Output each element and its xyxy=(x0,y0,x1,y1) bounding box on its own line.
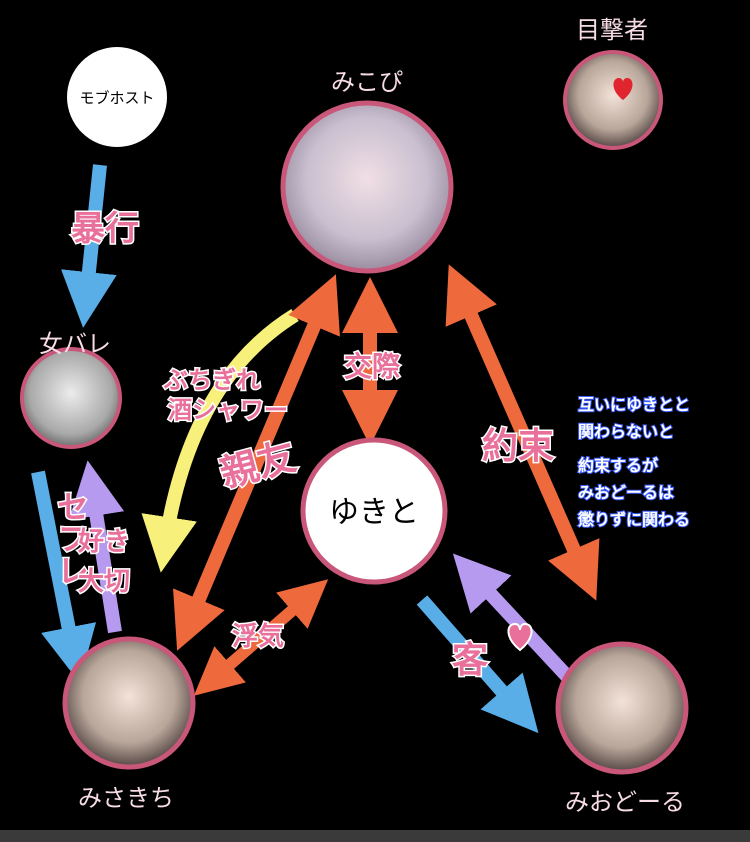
bottom-bar xyxy=(0,830,750,842)
svg-text:互いにゆきとと: 互いにゆきとと xyxy=(578,395,690,414)
arrow-cheating xyxy=(193,579,329,696)
arrow-assault xyxy=(61,164,117,328)
node-miodoru-photo[interactable] xyxy=(555,641,689,775)
node-miodoru-label: みおどーる xyxy=(565,788,685,816)
label-suki: 好き xyxy=(77,527,130,557)
label-dating: 交際 xyxy=(344,350,400,383)
node-misakichi-photo[interactable] xyxy=(62,636,196,770)
label-angry: ぶちぎれ xyxy=(163,366,260,394)
arrow-promise xyxy=(445,264,600,601)
svg-text:関わらないと: 関わらないと xyxy=(578,422,674,441)
label-best-friend: 親友 xyxy=(216,434,301,496)
annotation-note: 互いにゆきとと 関わらないと 約束するが みおどーるは 懲りずに関わる xyxy=(576,394,691,530)
label-promise: 約束 xyxy=(482,426,554,467)
node-mikopi-label: みこぴ xyxy=(331,68,403,96)
label-assault: 暴行 xyxy=(71,209,139,249)
node-mob-host[interactable] xyxy=(67,47,167,147)
node-mikopi-photo[interactable] xyxy=(280,100,454,274)
arrow-best-friend xyxy=(173,274,340,651)
heart-icon xyxy=(507,622,533,652)
arrow-sefure xyxy=(31,470,97,683)
label-sake-shower: 酒シャワー xyxy=(168,396,288,424)
label-taisetsu: 大切 xyxy=(78,567,130,597)
node-onnabare-photo[interactable] xyxy=(20,347,122,449)
label-cheating: 浮気 xyxy=(232,621,284,652)
svg-text:約束するが: 約束するが xyxy=(578,456,658,475)
node-misakichi-label: みさきち xyxy=(78,784,174,812)
node-yukito[interactable] xyxy=(300,437,448,585)
arrow-suki xyxy=(68,460,125,634)
node-witness-label: 目撃者 xyxy=(576,16,648,44)
node-yukito-label: ゆきと xyxy=(329,495,419,530)
node-onnabare-label: 女バレ xyxy=(39,330,111,358)
arrow-customer xyxy=(416,595,539,734)
node-mob-host-label: モブホスト xyxy=(79,89,154,107)
heart-icon xyxy=(613,78,633,100)
node-witness-photo[interactable] xyxy=(563,50,663,150)
svg-text:懲りずに関わる: 懲りずに関わる xyxy=(577,510,690,529)
svg-text:みおどーるは: みおどーるは xyxy=(578,483,674,502)
label-customer: 客 xyxy=(452,640,488,681)
